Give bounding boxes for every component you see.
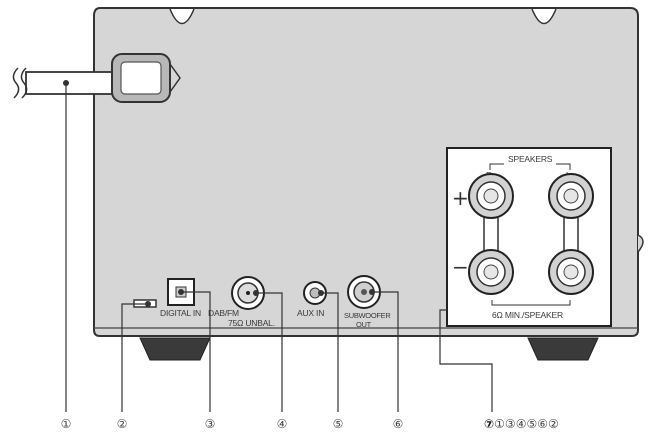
top-notch-right bbox=[531, 8, 557, 25]
terminal-left-minus bbox=[548, 249, 594, 295]
cord-bushing-inner bbox=[120, 61, 162, 95]
power-cord bbox=[12, 53, 181, 103]
digital-in-label: DIGITAL IN bbox=[160, 308, 201, 318]
terminal-right-minus bbox=[468, 249, 514, 295]
leader-4 bbox=[256, 292, 283, 412]
leader-3 bbox=[181, 291, 211, 412]
leader-lines bbox=[63, 80, 493, 412]
subwoofer-out-jack: SUBWOOFER OUT bbox=[344, 275, 392, 329]
callout-7-bold: ⑦ bbox=[484, 417, 494, 431]
right-link-bar bbox=[483, 213, 499, 255]
callout-5: ⑤ bbox=[333, 417, 344, 431]
terminal-right-plus bbox=[468, 173, 514, 219]
callout-4: ④ bbox=[277, 417, 288, 431]
minus-sign: − bbox=[452, 255, 469, 279]
leader-5 bbox=[321, 292, 339, 412]
leader-2 bbox=[121, 303, 148, 412]
cord-break-mark-1 bbox=[12, 67, 20, 99]
aux-in-label: AUX IN bbox=[297, 308, 324, 318]
speakers-bracket bbox=[489, 163, 571, 170]
side-knob bbox=[637, 234, 644, 253]
callout-7-sequence: ①③④⑤⑥② bbox=[494, 417, 559, 431]
callout-1: ① bbox=[61, 417, 72, 431]
speaker-panel bbox=[446, 147, 612, 327]
callout-2: ② bbox=[117, 417, 128, 431]
dab-fm-label: DAB/FM bbox=[208, 308, 239, 318]
terminal-left-plus bbox=[548, 173, 594, 219]
unbal-label: 75Ω UNBAL. bbox=[228, 318, 275, 328]
foot-right bbox=[527, 337, 599, 361]
antenna-jack-pin bbox=[246, 291, 250, 295]
impedance-label: 6Ω MIN./SPEAKER bbox=[492, 310, 563, 320]
top-notch-left bbox=[169, 8, 195, 25]
subwoofer-label-2: OUT bbox=[356, 320, 372, 329]
leader-7 bbox=[439, 309, 493, 412]
callout-6: ⑥ bbox=[393, 417, 404, 431]
impedance-bracket bbox=[491, 300, 571, 306]
subwoofer-label-1: SUBWOOFER bbox=[344, 311, 391, 320]
cord-cable bbox=[25, 71, 121, 95]
speakers-label: SPEAKERS bbox=[508, 154, 553, 164]
cord-break-mark-2 bbox=[20, 67, 28, 99]
leader-6 bbox=[372, 291, 399, 412]
cord-strain-relief bbox=[169, 63, 181, 93]
callouts: ① ② ③ ④ ⑤ ⑥ ⑦①③④⑤⑥② bbox=[61, 417, 559, 431]
foot-left bbox=[139, 337, 211, 361]
speaker-terminals: SPEAKERS R L + − 6Ω MIN bbox=[446, 147, 612, 327]
plus-sign: + bbox=[452, 186, 469, 210]
callout-7-group: ⑦①③④⑤⑥② bbox=[484, 417, 559, 431]
left-link-bar bbox=[563, 213, 579, 255]
aux-in-jack: AUX IN bbox=[297, 281, 327, 318]
callout-3: ③ bbox=[205, 417, 216, 431]
sub-jack-pin bbox=[361, 289, 367, 295]
